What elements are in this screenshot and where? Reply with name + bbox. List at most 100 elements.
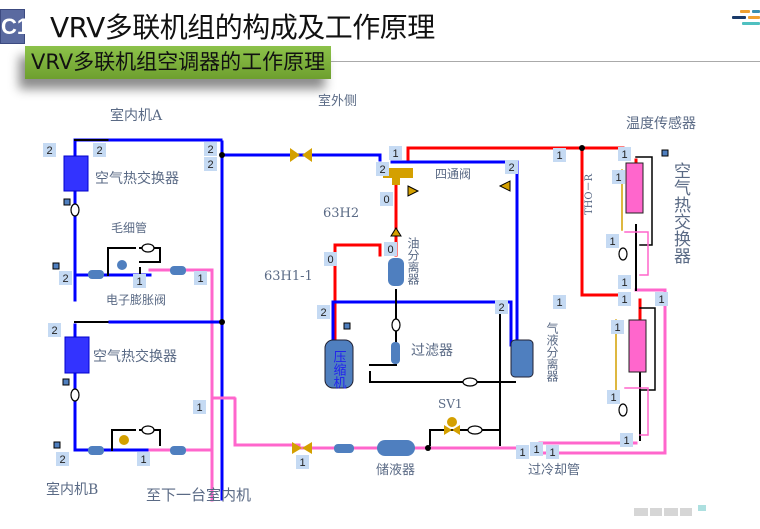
- badge-value: 2: [59, 454, 65, 466]
- badge-value: 1: [299, 457, 305, 469]
- badge-value: 2: [46, 145, 52, 157]
- badge-value: 1: [614, 322, 620, 334]
- pipe-state-badge: 1: [133, 274, 146, 288]
- indoor-a-strainer-1: [88, 270, 104, 279]
- label-hx-a: 空气热交换器: [95, 170, 179, 187]
- pipe-state-badge: 1: [620, 433, 633, 447]
- pipe-state-badge: 1: [607, 390, 620, 404]
- badge-box: [612, 170, 625, 184]
- pipe-state-badge: 1: [193, 400, 206, 414]
- label-next-unit: 至下一台室内机: [146, 486, 251, 504]
- badge-value: 1: [610, 392, 616, 404]
- label-four-way-valve: 四通阀: [435, 167, 471, 181]
- badge-value: 2: [498, 302, 504, 314]
- pipe-state-badge: 2: [93, 143, 106, 157]
- outdoor-heat-exchanger-lower: [628, 319, 647, 373]
- indoor-unit-b-piping: [73, 320, 302, 452]
- label-receiver: 储液器: [376, 463, 415, 478]
- label-subcool: 过冷却管: [528, 463, 580, 478]
- badge-value: 1: [609, 236, 615, 248]
- section-subtitle: VRV多联机组空调器的工作原理: [25, 46, 332, 79]
- pipe-state-badge: 1: [655, 292, 668, 306]
- badge-box: [59, 271, 72, 285]
- label-indoor-b: 室内机B: [46, 481, 98, 498]
- label-compressor: 压缩机: [331, 350, 347, 390]
- outdoor-unit-piping: [298, 146, 667, 455]
- badge-box: [296, 455, 309, 469]
- badge-box: [56, 452, 69, 466]
- badge-value: 0: [327, 254, 333, 266]
- pipe-state-badge: 1: [389, 146, 402, 160]
- badge-box: [611, 320, 624, 334]
- badge-box: [204, 142, 217, 156]
- badge-value: 1: [197, 273, 203, 285]
- badge-value: 2: [508, 162, 514, 174]
- badge-box: [495, 300, 508, 314]
- badge-value: 1: [140, 454, 146, 466]
- pipe-state-badge: 2: [376, 162, 389, 176]
- badge-value: 1: [556, 150, 562, 162]
- pipe-state-badge: 1: [618, 147, 631, 161]
- pipe-state-badge: 0: [324, 252, 337, 266]
- badge-box: [607, 390, 620, 404]
- badge-box: [133, 274, 146, 288]
- pipe-state-badge: 2: [59, 271, 72, 285]
- pipe-state-badge: 0: [384, 242, 397, 256]
- label-eev: 电子膨胀阀: [106, 293, 166, 307]
- label-tho-r: THO－R: [584, 173, 595, 215]
- oil-separator: [388, 258, 404, 286]
- badge-box: [606, 234, 619, 248]
- badge-box: [204, 157, 217, 171]
- liquid-stop-valve-icon: [292, 442, 312, 454]
- badge-box: [43, 143, 56, 157]
- badge-box: [380, 192, 393, 206]
- badge-value: 1: [549, 447, 555, 459]
- badge-box: [376, 162, 389, 176]
- compressor: [324, 339, 354, 389]
- badge-box: [618, 292, 631, 306]
- badge-value: 0: [383, 194, 389, 206]
- coil-icons: [70, 203, 628, 435]
- pipe-state-badge: 2: [317, 305, 330, 319]
- four-way-valve: [383, 168, 413, 185]
- label-outdoor-side: 室外侧: [318, 93, 357, 109]
- divider: [25, 61, 760, 62]
- pipe-state-badge: 2: [43, 143, 56, 157]
- badge-box: [553, 295, 566, 309]
- badge-value: 1: [392, 148, 398, 160]
- sv1-valve-icon: [444, 425, 460, 435]
- badge-box: [505, 160, 518, 174]
- pipe-state-badge: 2: [56, 452, 69, 466]
- label-63h1-1: 63H1-1: [264, 269, 313, 284]
- pipe-state-badge: 1: [611, 320, 624, 334]
- badge-box: [618, 275, 631, 289]
- label-filter: 过滤器: [411, 343, 453, 359]
- pipe-state-badge: 0: [380, 192, 393, 206]
- pipe-state-badge: 1: [530, 442, 543, 456]
- pipe-state-badge: 1: [553, 148, 566, 162]
- pipe-state-badge: 1: [553, 295, 566, 309]
- badge-box: [618, 147, 631, 161]
- badge-value: 1: [136, 276, 142, 288]
- sv1-solenoid-icon: [447, 417, 457, 427]
- indoor-a-heat-exchanger: [63, 155, 89, 192]
- badge-value: 2: [379, 164, 385, 176]
- badge-value: 1: [519, 447, 525, 459]
- badge-value: 2: [320, 307, 326, 319]
- badge-box: [530, 442, 543, 456]
- check-valve-icon: [390, 180, 511, 237]
- badge-value: 2: [207, 144, 213, 156]
- indoor-b-heat-exchanger: [64, 336, 90, 374]
- badge-value: 1: [621, 149, 627, 161]
- badge-box: [546, 445, 559, 459]
- sensor-icons: [52, 149, 669, 449]
- badge-box: [48, 323, 61, 337]
- strainer: [334, 444, 354, 453]
- pipe-state-badge: 1: [618, 275, 631, 289]
- pipe-state-badge: 1: [137, 452, 150, 466]
- eev-b-icon: [119, 435, 129, 445]
- label-outdoor-hx: 空气热交换器: [670, 162, 691, 264]
- badge-value: 1: [658, 294, 664, 306]
